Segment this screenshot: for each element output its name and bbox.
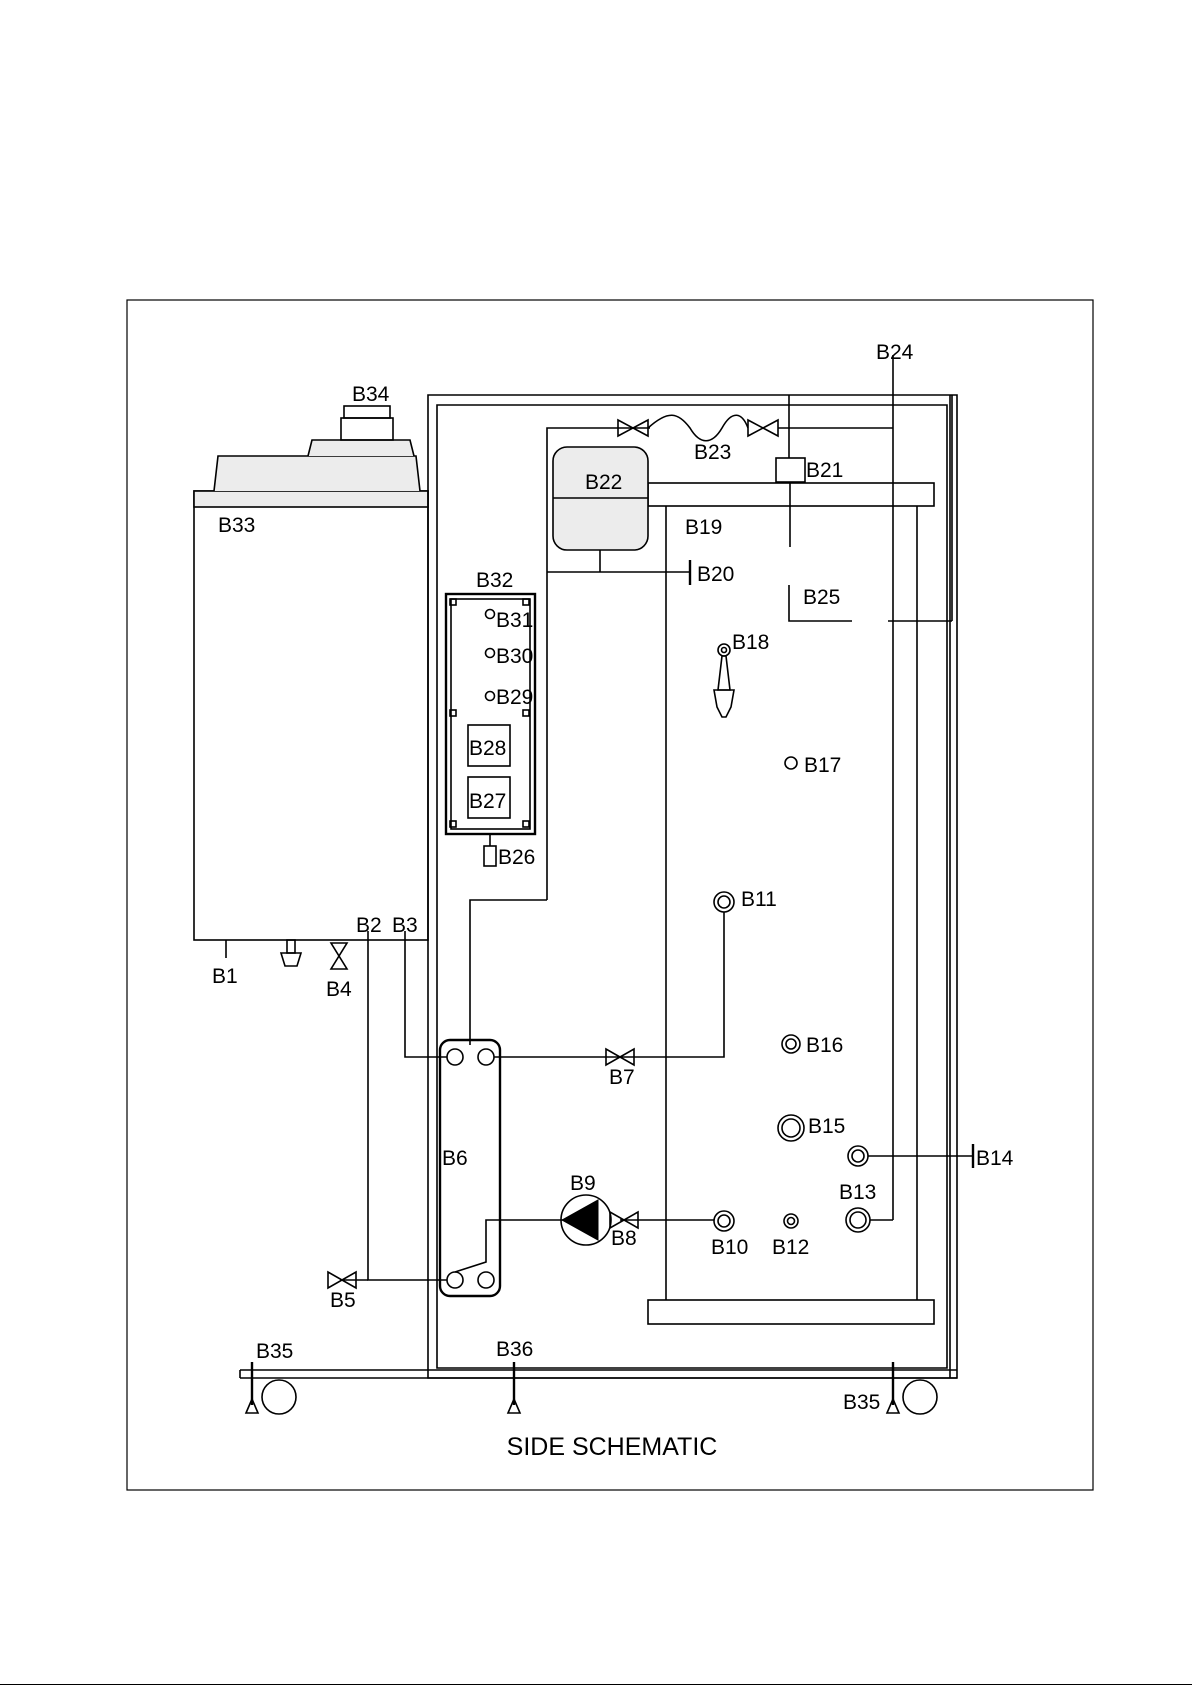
pipe-hx-to-b11 xyxy=(494,912,724,1057)
label-b31: B31 xyxy=(496,609,533,632)
label-b5: B5 xyxy=(330,1289,356,1312)
label-b11: B11 xyxy=(741,888,777,911)
label-b12: B12 xyxy=(772,1236,809,1259)
label-b21: B21 xyxy=(806,459,843,482)
port-b12-inner xyxy=(788,1218,795,1225)
cabinet-inner-wall xyxy=(437,405,947,1368)
label-b6: B6 xyxy=(442,1147,468,1170)
label-b26: B26 xyxy=(498,846,535,869)
port-b16-inner xyxy=(786,1039,796,1049)
valve-b4 xyxy=(331,943,347,969)
label-b22: B22 xyxy=(585,471,622,494)
label-b25: B25 xyxy=(803,586,840,609)
indicator-b30 xyxy=(486,649,495,658)
wheel-right xyxy=(903,1380,937,1414)
flue-collar xyxy=(341,418,393,440)
sensor-b21 xyxy=(776,458,805,482)
label-b4: B4 xyxy=(326,978,352,1001)
label-b30: B30 xyxy=(496,645,533,668)
label-b18: B18 xyxy=(732,631,769,654)
fuse-b26 xyxy=(484,846,496,866)
label-b19: B19 xyxy=(685,516,722,539)
heat-exchanger-group xyxy=(328,912,973,1296)
hx-port-bottom-left xyxy=(447,1272,463,1288)
drain-stem xyxy=(287,940,295,953)
label-b35-right: B35 xyxy=(843,1391,880,1414)
label-b17: B17 xyxy=(804,754,841,777)
label-b20: B20 xyxy=(697,563,734,586)
port-b14-outer xyxy=(848,1146,868,1166)
label-b29: B29 xyxy=(496,686,533,709)
relief-drop-pipe xyxy=(470,900,547,1045)
pump-b9-icon xyxy=(562,1200,598,1240)
indicator-b29 xyxy=(486,692,495,701)
flue-base xyxy=(308,440,414,456)
port-b17 xyxy=(785,757,797,769)
label-b28: B28 xyxy=(469,737,506,760)
port-b14-inner xyxy=(852,1150,864,1162)
label-b10: B10 xyxy=(711,1236,748,1259)
wheel-left xyxy=(262,1380,296,1414)
boiler-top-plate xyxy=(194,491,428,507)
label-b23: B23 xyxy=(694,441,731,464)
hx-port-bottom-right xyxy=(478,1272,494,1288)
hx-port-top-right xyxy=(478,1049,494,1065)
label-b7: B7 xyxy=(609,1066,635,1089)
screw-icon xyxy=(523,710,529,716)
label-b3: B3 xyxy=(392,914,418,937)
anode-b18-head xyxy=(718,644,730,656)
hx-port-top-left xyxy=(447,1049,463,1065)
cylinder-bottom-plate xyxy=(648,1300,934,1324)
label-b13: B13 xyxy=(839,1181,876,1204)
port-b16-outer xyxy=(782,1035,800,1053)
port-b15-inner xyxy=(782,1119,800,1137)
control-panel-b32 xyxy=(446,594,535,866)
flex-hose-b23 xyxy=(648,415,748,441)
port-b11-outer xyxy=(714,892,734,912)
pipe-b2-return xyxy=(368,931,447,1280)
pipe-hx-to-pump xyxy=(455,1220,570,1272)
label-b34: B34 xyxy=(352,383,390,406)
valve-b23-right xyxy=(748,420,778,436)
port-b10-outer xyxy=(714,1211,734,1231)
anode-b18-rod xyxy=(718,656,730,690)
cabinet-outer-wall xyxy=(428,395,957,1378)
port-b10-inner xyxy=(718,1215,730,1227)
screw-icon xyxy=(523,821,529,827)
label-b32: B32 xyxy=(476,569,513,592)
label-b36: B36 xyxy=(496,1338,533,1361)
port-b11-inner xyxy=(718,896,730,908)
label-b24: B24 xyxy=(876,341,914,364)
label-b35-left: B35 xyxy=(256,1340,293,1363)
boiler-hood xyxy=(214,456,420,491)
label-b9: B9 xyxy=(570,1172,596,1195)
drain-cup xyxy=(281,953,301,966)
boiler-unit xyxy=(194,406,428,969)
anode-b18-core xyxy=(722,648,727,653)
pipe-b3-flow xyxy=(405,931,447,1057)
port-b13-inner xyxy=(850,1212,866,1228)
boiler-casing xyxy=(194,491,428,940)
diagram-title: SIDE SCHEMATIC xyxy=(507,1433,718,1461)
label-b33: B33 xyxy=(218,514,255,537)
screw-icon xyxy=(523,599,529,605)
cylinder-top-plate xyxy=(648,483,934,506)
label-b1: B1 xyxy=(212,965,238,988)
label-b15: B15 xyxy=(808,1115,845,1138)
label-b16: B16 xyxy=(806,1034,843,1057)
label-b14: B14 xyxy=(976,1147,1014,1170)
label-b2: B2 xyxy=(356,914,382,937)
label-b8: B8 xyxy=(611,1227,637,1250)
indicator-b31 xyxy=(486,610,495,619)
flue-outlet xyxy=(344,406,390,418)
anode-b18-body xyxy=(714,690,734,717)
label-b27: B27 xyxy=(469,790,506,813)
port-b12-outer xyxy=(784,1214,798,1228)
